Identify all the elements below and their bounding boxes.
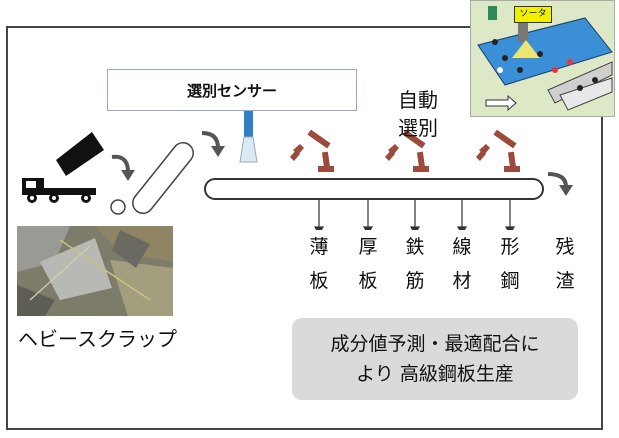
robot-arm-icon <box>385 129 429 172</box>
incline-feeder <box>132 142 194 214</box>
arrow-truck-icon <box>111 154 130 173</box>
inset-frame: ソータ <box>470 0 615 117</box>
result-box: 成分値予測・最適配合に より 高級鋼板生産 <box>292 318 578 400</box>
bin-thin-plate: 薄 板 <box>299 230 339 302</box>
bin-wire-rod: 線 材 <box>442 230 482 302</box>
sensor-label: 選別センサー <box>186 81 277 100</box>
sorter-tag: ソータ <box>514 6 552 23</box>
bin-section-steel: 形 鋼 <box>490 230 530 302</box>
conveyor-belt <box>204 178 544 200</box>
sensor-label-box: 選別センサー <box>107 69 357 111</box>
drop-arrows <box>313 200 516 236</box>
sensor-head-icon <box>239 111 258 163</box>
scrap-label: ヘビースクラップ <box>18 327 177 351</box>
robot-arm-icon <box>290 129 334 172</box>
robot-arm-icon <box>476 129 520 172</box>
bin-thick-plate: 厚 板 <box>348 230 388 302</box>
dump-truck-icon <box>22 132 104 203</box>
bin-residue: 残 渣 <box>545 230 585 302</box>
auto-sort-label: 自動 選別 <box>398 88 438 140</box>
arrow-end-icon <box>547 172 568 188</box>
scrap-ball-icon <box>110 199 126 215</box>
bin-rebar: 鉄 筋 <box>395 230 435 302</box>
diagram-frame <box>6 26 603 430</box>
scrap-photo <box>17 226 173 316</box>
arrow-feeder-icon <box>201 131 220 149</box>
